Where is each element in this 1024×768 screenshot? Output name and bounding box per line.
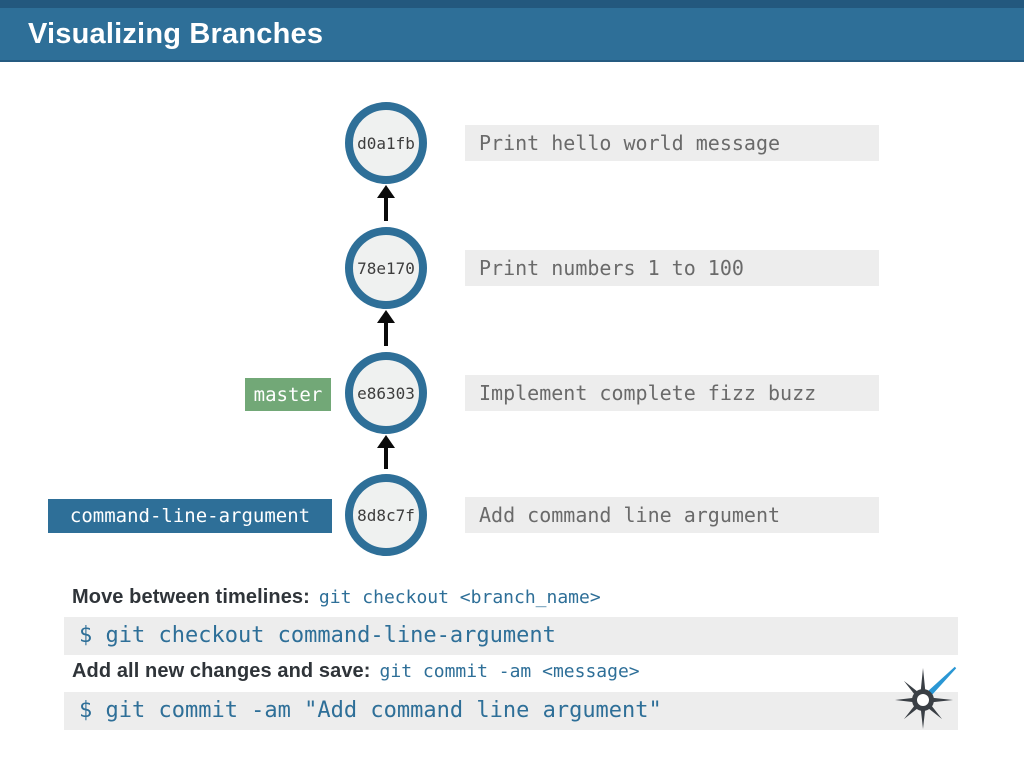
commit-node-8d8c7f: 8d8c7f (345, 474, 427, 556)
parent-arrow-icon (377, 185, 395, 221)
parent-arrow-icon (377, 310, 395, 346)
arrowhead-icon (377, 435, 395, 448)
slide-header: Visualizing Branches (0, 8, 1024, 62)
instruction-label: Add all new changes and save: (72, 660, 371, 682)
commit-message: Implement complete fizz buzz (465, 375, 879, 411)
commit-hash: 78e170 (357, 258, 415, 278)
instruction-line-checkout: Move between timelines: git checkout <br… (72, 586, 601, 609)
command-box-checkout: $ git checkout command-line-argument (64, 617, 958, 655)
arrow-shaft (384, 198, 388, 221)
arrow-shaft (384, 448, 388, 469)
commit-hash: e86303 (357, 383, 415, 403)
instruction-inline-code: git checkout <branch_name> (318, 587, 601, 608)
arrowhead-icon (377, 185, 395, 198)
commit-hash: d0a1fb (357, 133, 415, 153)
branch-label-command-line-argument: command-line-argument (48, 499, 332, 533)
instruction-inline-code: git commit -am <message> (379, 661, 640, 682)
commit-hash: 8d8c7f (357, 505, 415, 525)
commit-node-d0a1fb: d0a1fb (345, 102, 427, 184)
commit-message: Print hello world message (465, 125, 879, 161)
arrowhead-icon (377, 310, 395, 323)
commit-node-78e170: 78e170 (345, 227, 427, 309)
header-top-strip (0, 0, 1024, 8)
command-box-commit: $ git commit -am "Add command line argum… (64, 692, 958, 730)
branch-label-master: master (245, 378, 331, 411)
commit-message: Add command line argument (465, 497, 879, 533)
instruction-line-commit: Add all new changes and save: git commit… (72, 660, 640, 683)
parent-arrow-icon (377, 435, 395, 469)
commit-message: Print numbers 1 to 100 (465, 250, 879, 286)
commit-node-e86303: e86303 (345, 352, 427, 434)
slide-title: Visualizing Branches (28, 18, 324, 50)
arrow-shaft (384, 323, 388, 346)
instruction-label: Move between timelines: (72, 586, 310, 608)
star-compass-logo-icon (895, 666, 957, 729)
